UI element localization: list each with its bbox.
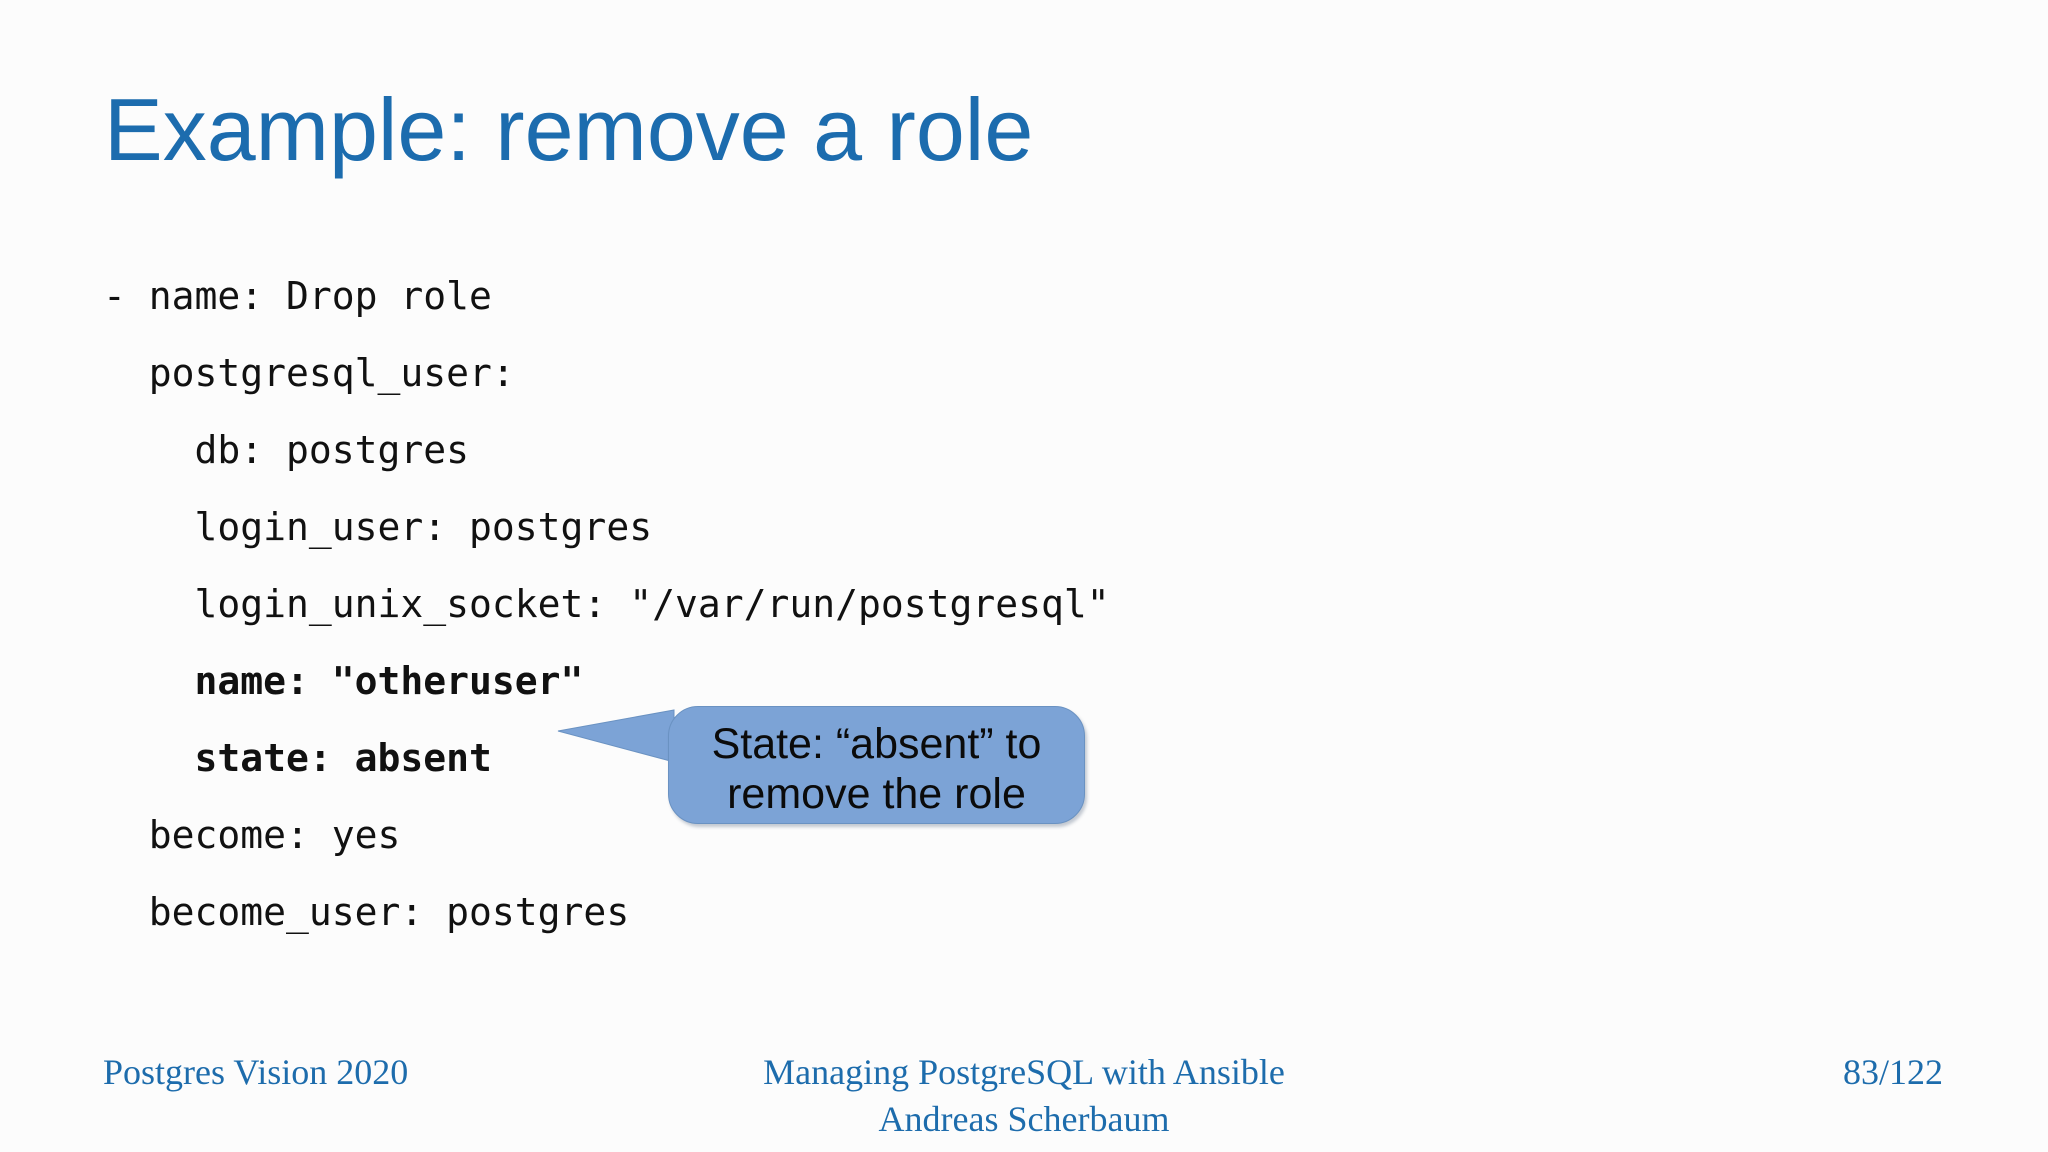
footer-presentation-title: Managing PostgreSQL with Ansible <box>763 1052 1285 1092</box>
footer-center: Managing PostgreSQL with Ansible Andreas… <box>0 1049 2048 1143</box>
footer-author: Andreas Scherbaum <box>878 1099 1170 1139</box>
code-line: login_user: postgres <box>103 505 653 549</box>
code-line: postgresql_user: <box>103 351 515 395</box>
code-line: become_user: postgres <box>103 890 630 934</box>
footer-conference: Postgres Vision 2020 <box>103 1052 409 1092</box>
code-line: - name: Drop role <box>103 274 492 318</box>
callout-text-line2: remove the role <box>727 770 1026 818</box>
code-line: login_unix_socket: "/var/run/postgresql" <box>103 582 1110 626</box>
callout-tail <box>557 709 675 763</box>
code-block: - name: Drop role postgresql_user: db: p… <box>103 258 1110 951</box>
code-line: name: "otheruser" <box>103 659 584 703</box>
code-line: db: postgres <box>103 428 470 472</box>
callout-bubble: State: “absent” to remove the role <box>668 706 1085 824</box>
code-line: become: yes <box>103 813 401 857</box>
footer-page-number: 83/122 <box>1842 1052 1943 1092</box>
code-line: state: absent <box>103 736 492 780</box>
callout-text-line1: State: “absent” to <box>711 720 1042 768</box>
slide-title: Example: remove a role <box>104 80 1034 179</box>
